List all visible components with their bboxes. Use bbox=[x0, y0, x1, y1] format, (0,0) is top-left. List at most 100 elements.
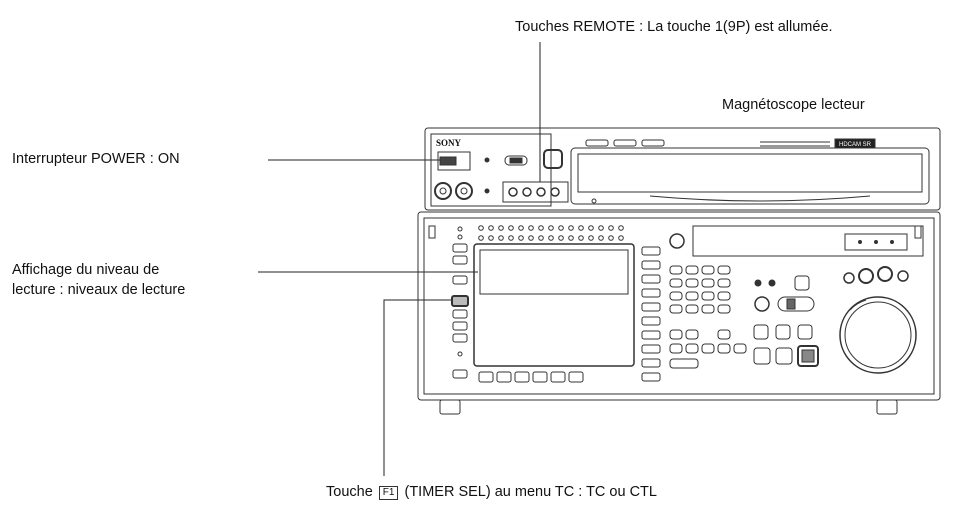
leader-lines bbox=[258, 42, 541, 476]
small-switch-knob bbox=[509, 157, 523, 164]
side-button bbox=[641, 358, 661, 368]
remote-key-4 bbox=[550, 187, 560, 197]
remote-key-3 bbox=[536, 187, 546, 197]
top-slot bbox=[613, 139, 637, 147]
level-knob bbox=[455, 182, 473, 200]
upper-unit-body bbox=[424, 127, 941, 211]
small-dot bbox=[457, 234, 463, 240]
transport-button bbox=[775, 347, 793, 365]
level-display-area bbox=[479, 249, 629, 295]
indicator-dot bbox=[484, 157, 490, 163]
left-button bbox=[452, 243, 468, 253]
upper-unit: SONY HDCAM SR bbox=[424, 127, 941, 211]
lower-keypad bbox=[669, 329, 747, 369]
side-button bbox=[641, 260, 661, 270]
left-button bbox=[452, 333, 468, 343]
side-button bbox=[641, 316, 661, 326]
cassette-bay bbox=[570, 147, 930, 205]
round-button bbox=[754, 296, 770, 312]
counter-readout bbox=[844, 233, 908, 251]
transport-button bbox=[797, 324, 813, 340]
level-display-label-line1: Affichage du niveau de bbox=[12, 262, 160, 278]
small-dot bbox=[457, 351, 463, 357]
jog-shuttle-dial-inner bbox=[844, 301, 912, 369]
shuttle-switch-knob bbox=[786, 298, 796, 310]
corner-mark-right bbox=[914, 225, 922, 239]
top-slot bbox=[641, 139, 665, 147]
upper-left-panel bbox=[430, 133, 552, 207]
foot-left bbox=[439, 399, 461, 415]
function-button bbox=[532, 371, 548, 383]
level-knob-center bbox=[460, 187, 468, 195]
cassette-indicator bbox=[591, 198, 597, 204]
sony-logo: SONY bbox=[436, 138, 462, 148]
left-button bbox=[452, 321, 468, 331]
f1-key-suffix: (TIMER SEL) au menu TC : TC ou CTL bbox=[404, 484, 657, 500]
lower-unit-body bbox=[417, 211, 941, 401]
remote-key-1 bbox=[508, 187, 518, 197]
corner-mark-left bbox=[428, 225, 436, 239]
hdcam-badge-text: HDCAM SR bbox=[839, 142, 872, 148]
top-dot-rows bbox=[478, 225, 624, 241]
f1-key-label: Touche F1 (TIMER SEL) au menu TC : TC ou… bbox=[326, 483, 657, 501]
shuttle-switch bbox=[777, 296, 815, 312]
function-button bbox=[568, 371, 584, 383]
counter-dot bbox=[890, 240, 894, 244]
jog-mode-button bbox=[877, 266, 893, 282]
small-switch bbox=[504, 155, 528, 166]
jog-mode-button bbox=[858, 268, 874, 284]
transport-button bbox=[753, 324, 769, 340]
left-button bbox=[452, 275, 468, 285]
jog-mode-button bbox=[843, 272, 855, 284]
cassette-slot bbox=[577, 153, 923, 193]
side-button bbox=[641, 288, 661, 298]
eject-button bbox=[543, 149, 563, 169]
cassette-door-curve bbox=[649, 195, 871, 202]
indicator-dot bbox=[484, 188, 490, 194]
play-button bbox=[797, 345, 819, 367]
led bbox=[768, 279, 776, 287]
round-button bbox=[669, 233, 685, 249]
led bbox=[754, 279, 762, 287]
lower-inner-frame bbox=[423, 217, 935, 395]
remote-key-2 bbox=[522, 187, 532, 197]
device-title: Magnétoscope lecteur bbox=[722, 97, 865, 113]
square-button bbox=[794, 275, 810, 291]
f1-key bbox=[451, 295, 469, 307]
power-switch-lever bbox=[439, 156, 457, 166]
remote-keys-label: Touches REMOTE : La touche 1(9P) est all… bbox=[515, 19, 833, 35]
function-button bbox=[550, 371, 566, 383]
jog-shuttle-dial bbox=[839, 296, 917, 374]
counter-dot bbox=[874, 240, 878, 244]
left-button bbox=[452, 255, 468, 265]
side-button bbox=[641, 246, 661, 256]
transport-button bbox=[753, 347, 771, 365]
power-switch bbox=[437, 151, 471, 171]
f1-leader-line bbox=[383, 299, 457, 476]
function-button bbox=[514, 371, 530, 383]
counter-display bbox=[692, 225, 924, 257]
function-button bbox=[496, 371, 512, 383]
function-button bbox=[478, 371, 494, 383]
side-button bbox=[641, 330, 661, 340]
jog-mode-button bbox=[897, 270, 909, 282]
small-dot bbox=[457, 226, 463, 232]
headphone-knob bbox=[434, 182, 452, 200]
power-switch-label: Interrupteur POWER : ON bbox=[12, 151, 180, 167]
f1-key-icon: F1 bbox=[378, 486, 399, 500]
left-button bbox=[452, 369, 468, 379]
top-slot bbox=[585, 139, 609, 147]
foot-right bbox=[876, 399, 898, 415]
side-button bbox=[641, 372, 661, 382]
left-button bbox=[452, 309, 468, 319]
side-button bbox=[641, 302, 661, 312]
transport-button bbox=[775, 324, 791, 340]
numeric-keypad bbox=[669, 265, 731, 314]
dial-highlight bbox=[849, 299, 867, 311]
side-button bbox=[641, 344, 661, 354]
level-display-label-line2: lecture : niveaux de lecture bbox=[12, 282, 186, 298]
remote-keys-box bbox=[502, 181, 569, 203]
f1-key-prefix: Touche bbox=[326, 484, 373, 500]
headphone-knob-center bbox=[439, 187, 447, 195]
side-button bbox=[641, 274, 661, 284]
